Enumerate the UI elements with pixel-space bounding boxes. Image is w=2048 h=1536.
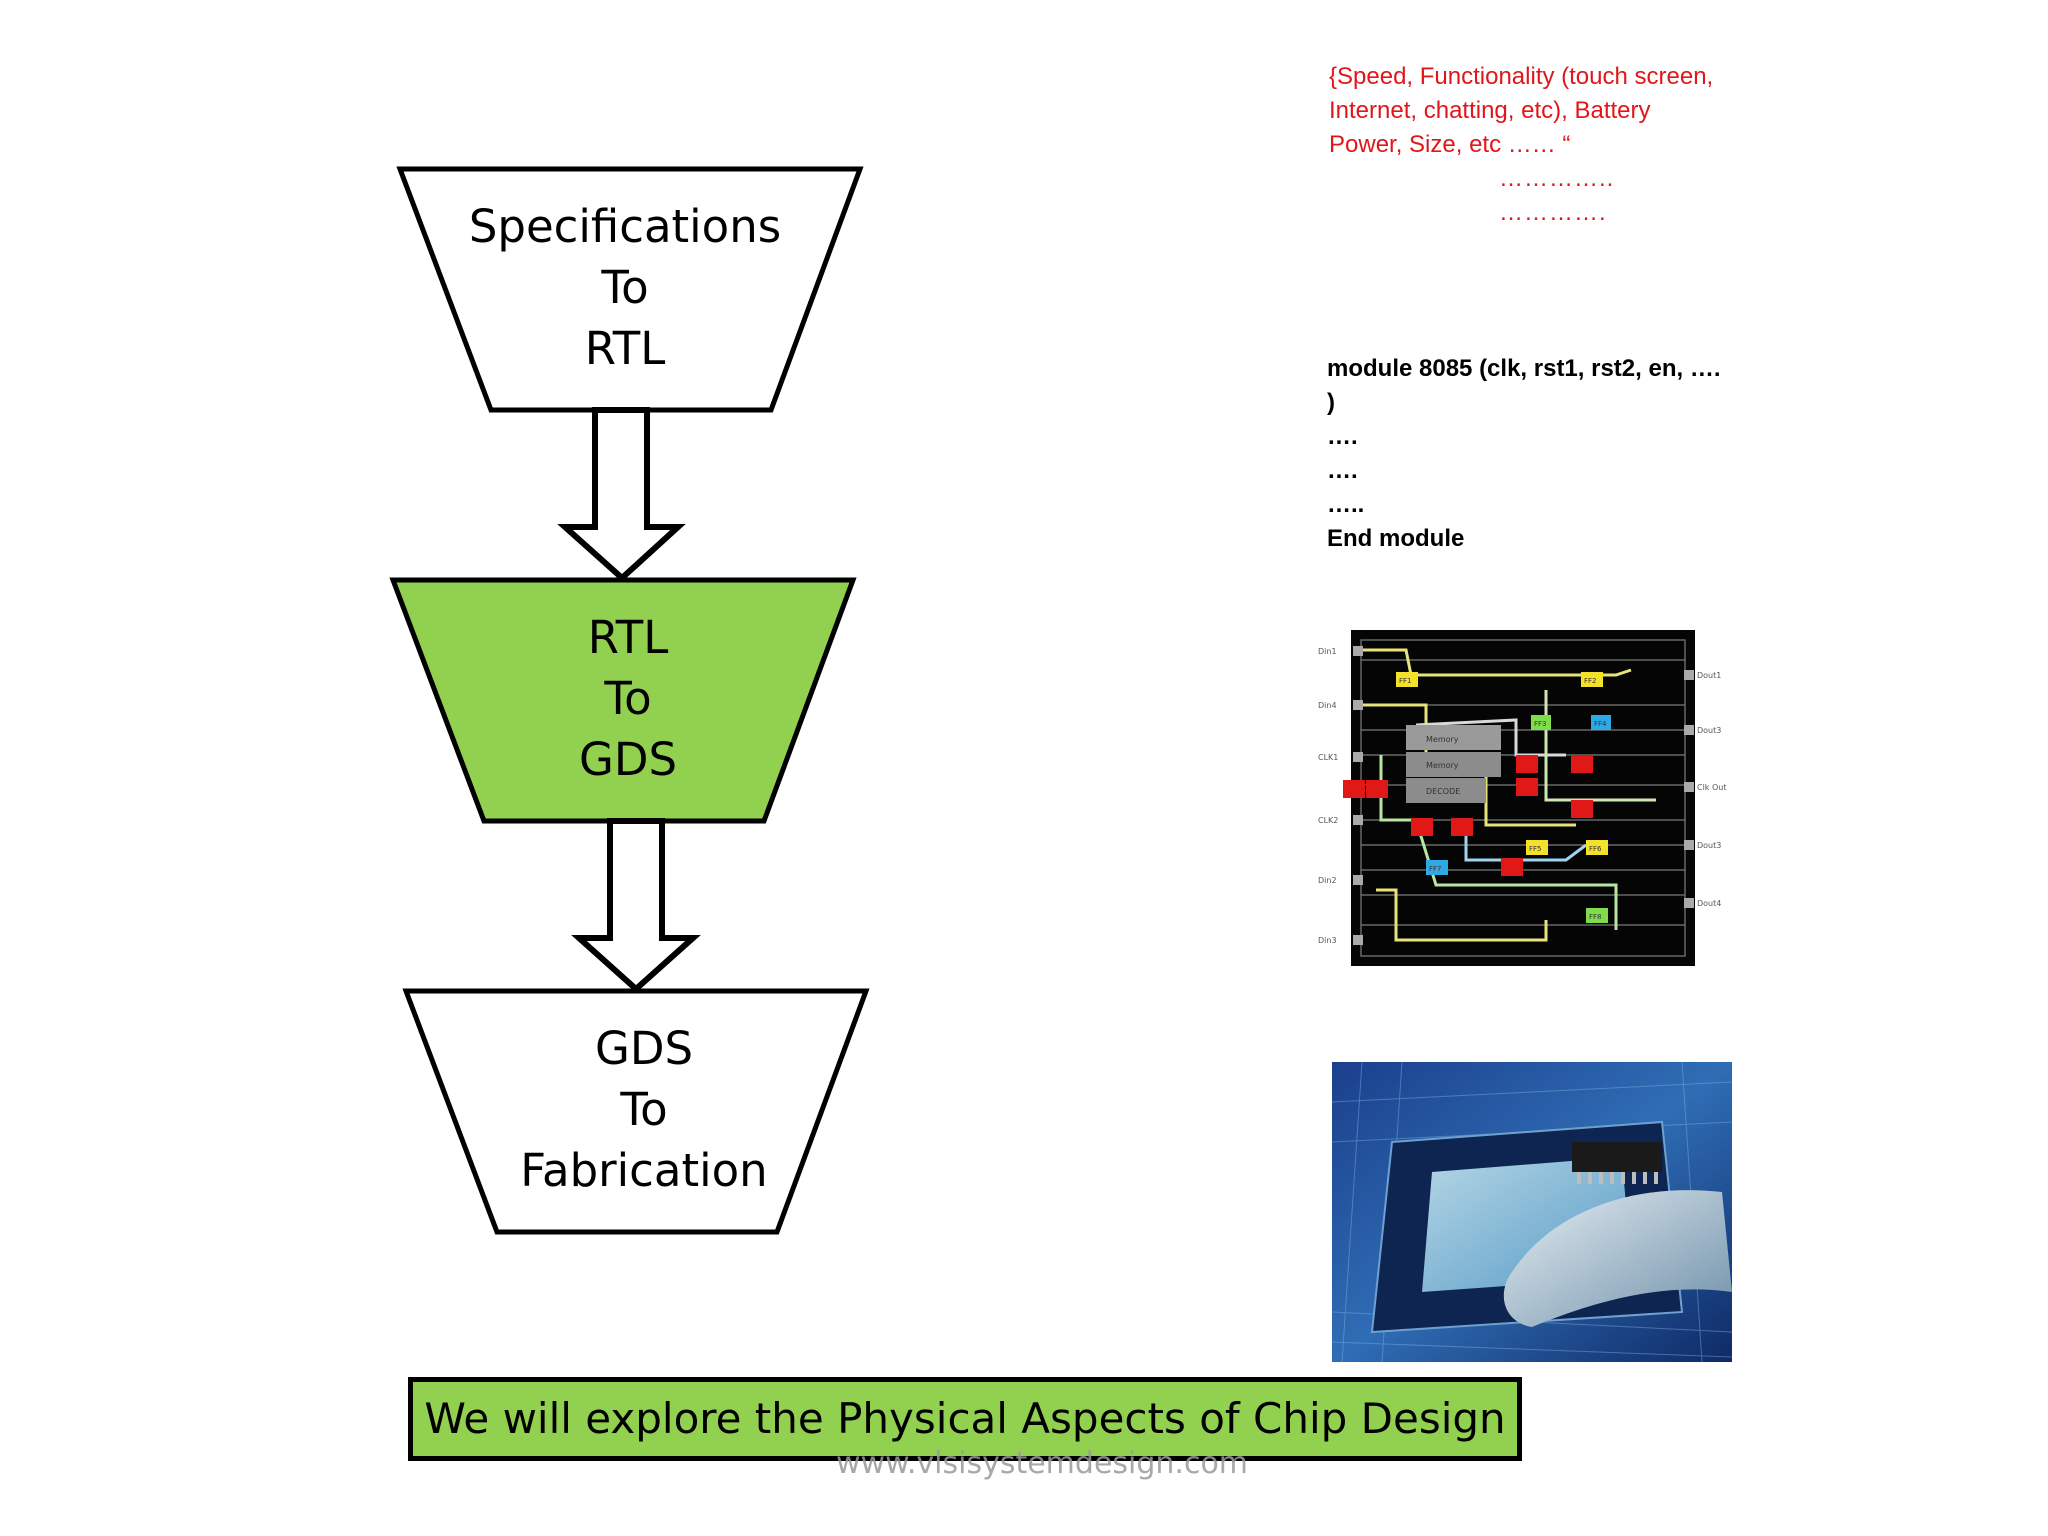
svg-text:Dout3: Dout3 — [1697, 726, 1721, 735]
chip-photo — [1332, 1062, 1732, 1362]
stage-2-trapezoid — [389, 577, 857, 824]
stage-1-label: Specifications To RTL — [468, 200, 782, 375]
svg-text:FF2: FF2 — [1584, 677, 1597, 685]
arrow-1-down — [557, 407, 686, 583]
svg-text:Din2: Din2 — [1318, 876, 1337, 885]
svg-text:FF5: FF5 — [1529, 845, 1542, 853]
stage-1-trapezoid — [396, 166, 864, 413]
rtl-code-snippet: module 8085 (clk, rst1, rst2, en, …. ) …… — [1327, 355, 1721, 552]
svg-text:Clk Out: Clk Out — [1697, 783, 1727, 792]
svg-text:Dout4: Dout4 — [1697, 899, 1721, 908]
svg-text:FF1: FF1 — [1399, 677, 1412, 685]
chip-layout-image: Memory Memory DECODE FF1 FF2 FF3 FF4 FF5… — [1318, 630, 1727, 966]
svg-text:FF4: FF4 — [1594, 720, 1607, 728]
summary-banner: We will explore the Physical Aspects of … — [408, 1377, 1522, 1461]
svg-text:FF3: FF3 — [1534, 720, 1547, 728]
arrow-2-down — [571, 818, 701, 994]
svg-text:FF6: FF6 — [1589, 845, 1602, 853]
svg-text:Memory: Memory — [1426, 735, 1459, 744]
stage-3-trapezoid — [402, 988, 870, 1235]
svg-text:Din4: Din4 — [1318, 701, 1337, 710]
chip-photo-graphic — [1332, 1062, 1732, 1362]
svg-text:CLK2: CLK2 — [1318, 816, 1338, 825]
svg-text:Memory: Memory — [1426, 761, 1459, 770]
stage-2-label: RTL To GDS — [578, 611, 678, 786]
svg-text:DECODE: DECODE — [1426, 787, 1460, 796]
svg-text:FF8: FF8 — [1589, 913, 1602, 921]
specification-note: {Speed, Functionality (touch screen, Int… — [1329, 63, 1714, 226]
svg-text:FF7: FF7 — [1429, 865, 1442, 873]
svg-text:Dout1: Dout1 — [1697, 671, 1721, 680]
svg-text:Din1: Din1 — [1318, 647, 1337, 656]
svg-text:CLK1: CLK1 — [1318, 753, 1338, 762]
svg-text:Dout3: Dout3 — [1697, 841, 1721, 850]
watermark-text: www.vlsisystemdesign.com — [836, 1446, 1249, 1481]
svg-text:Din3: Din3 — [1318, 936, 1337, 945]
stage-3-label: GDS To Fabrication — [520, 1022, 768, 1197]
